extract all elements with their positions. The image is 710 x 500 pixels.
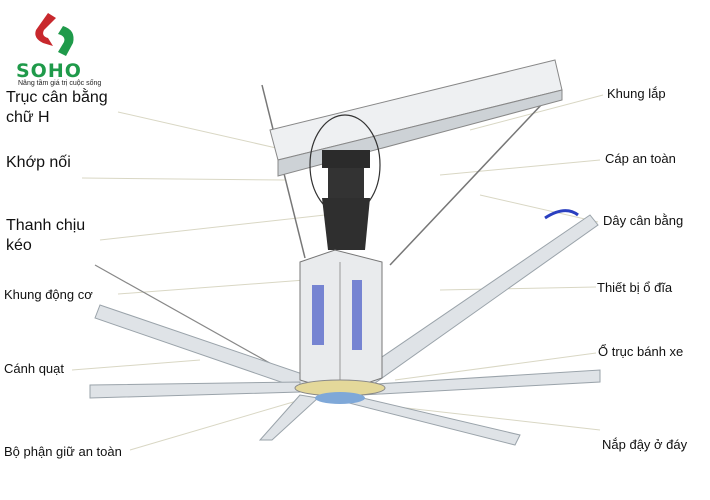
label-day-can-bang: Dây cân bằng — [603, 213, 684, 228]
label-cap-an-toan: Cáp an toàn — [605, 151, 676, 166]
logo-mark-icon — [35, 13, 74, 56]
label-khop-noi: Khớp nối — [6, 154, 71, 171]
label-line: Thanh chịu — [6, 217, 86, 234]
label-line: Trục cân bằng — [6, 89, 108, 106]
label-khung-lap: Khung lắp — [607, 86, 666, 101]
label-line: chữ H — [6, 109, 50, 126]
soho-logo: SOHO Nâng tầm giá trị cuộc sống — [8, 8, 118, 88]
label-line: kéo — [6, 237, 32, 254]
motor-housing — [299, 249, 383, 393]
label-thiet-bi-o-dia: Thiết bị ổ đĩa — [597, 280, 673, 295]
logo-brand: SOHO — [16, 60, 82, 82]
label-bo-phan-giu-an-toan: Bộ phận giữ an toàn — [4, 444, 122, 459]
leader-lines — [71, 94, 604, 451]
label-nap-day-o-day: Nắp đậy ở đáy — [602, 437, 688, 452]
mounting-beam — [269, 59, 563, 177]
label-truc-can-bang: Trục cân bằng chữ H — [6, 88, 108, 128]
label-thanh-chiu-keo: Thanh chịu kéo — [6, 216, 85, 256]
label-o-truc-banh-xe: Ổ trục bánh xe — [598, 344, 684, 359]
label-khung-dong-co: Khung động cơ — [4, 287, 93, 302]
logo-tagline: Nâng tầm giá trị cuộc sống — [18, 80, 102, 87]
label-canh-quat: Cánh quạt — [4, 361, 64, 376]
